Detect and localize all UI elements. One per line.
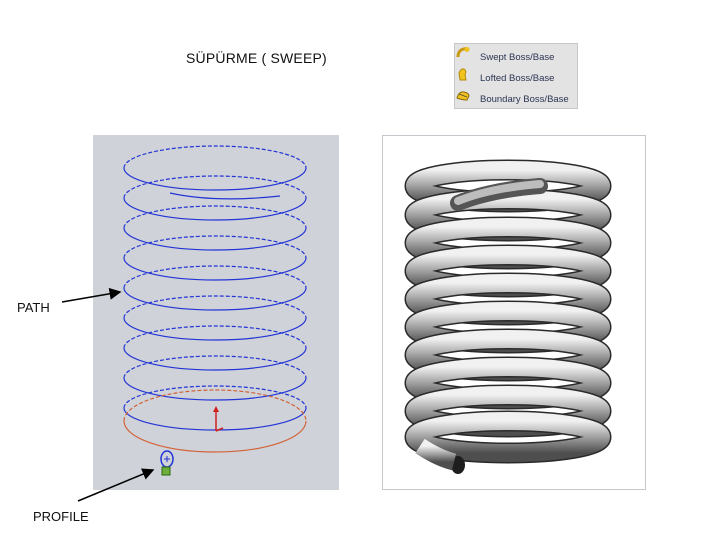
helix-turn-back xyxy=(123,175,307,199)
path-label: PATH xyxy=(17,300,50,315)
helix-turn-back xyxy=(123,355,307,379)
menu-item-boundary-boss[interactable]: Boundary Boss/Base xyxy=(455,88,577,110)
helix-turn-back xyxy=(123,325,307,349)
origin-axes-icon xyxy=(213,406,224,432)
helix-turn-front xyxy=(123,197,307,221)
helix-turn-front xyxy=(123,317,307,341)
helix-turn-front xyxy=(123,377,307,401)
path-arrow xyxy=(61,287,122,303)
spring-top-end-highlight xyxy=(454,180,544,205)
helix-turn-front xyxy=(123,167,307,191)
helix-turn-back xyxy=(123,145,307,169)
spring-turn xyxy=(406,412,610,462)
base-circle xyxy=(123,389,307,453)
helix-turn-back xyxy=(123,265,307,289)
helix-turn-front xyxy=(123,407,307,431)
lofted-boss-icon xyxy=(458,68,474,85)
menu-item-label: Boundary Boss/Base xyxy=(480,93,569,105)
spring-bottom-end-cap xyxy=(451,456,465,474)
swept-boss-icon xyxy=(456,47,474,64)
features-menu: Swept Boss/Base Lofted Boss/Base Boundar… xyxy=(454,43,578,109)
profile-label: PROFILE xyxy=(33,509,89,524)
profile-arrow xyxy=(77,468,155,502)
helix-turn-back xyxy=(123,385,307,409)
menu-item-label: Swept Boss/Base xyxy=(480,51,555,63)
slide-title: SÜPÜRME ( SWEEP) xyxy=(186,50,327,66)
helix-turn-front xyxy=(123,287,307,311)
helix-start xyxy=(169,192,281,200)
menu-item-lofted-boss[interactable]: Lofted Boss/Base xyxy=(455,67,577,89)
helix-turn-back xyxy=(123,205,307,229)
menu-item-label: Lofted Boss/Base xyxy=(480,72,555,84)
helix-turn-front xyxy=(123,227,307,251)
menu-item-swept-boss[interactable]: Swept Boss/Base xyxy=(455,46,577,68)
helix-turn-back xyxy=(123,235,307,259)
helix-turn-front xyxy=(123,347,307,371)
spring-bottom-tail xyxy=(415,438,457,471)
helix-turn-front xyxy=(123,257,307,281)
helix-path xyxy=(123,145,307,431)
helix-turn-back xyxy=(123,295,307,319)
profile-circle-icon xyxy=(160,450,174,476)
swept-spring-3d xyxy=(404,159,612,474)
boundary-boss-icon xyxy=(456,91,474,106)
